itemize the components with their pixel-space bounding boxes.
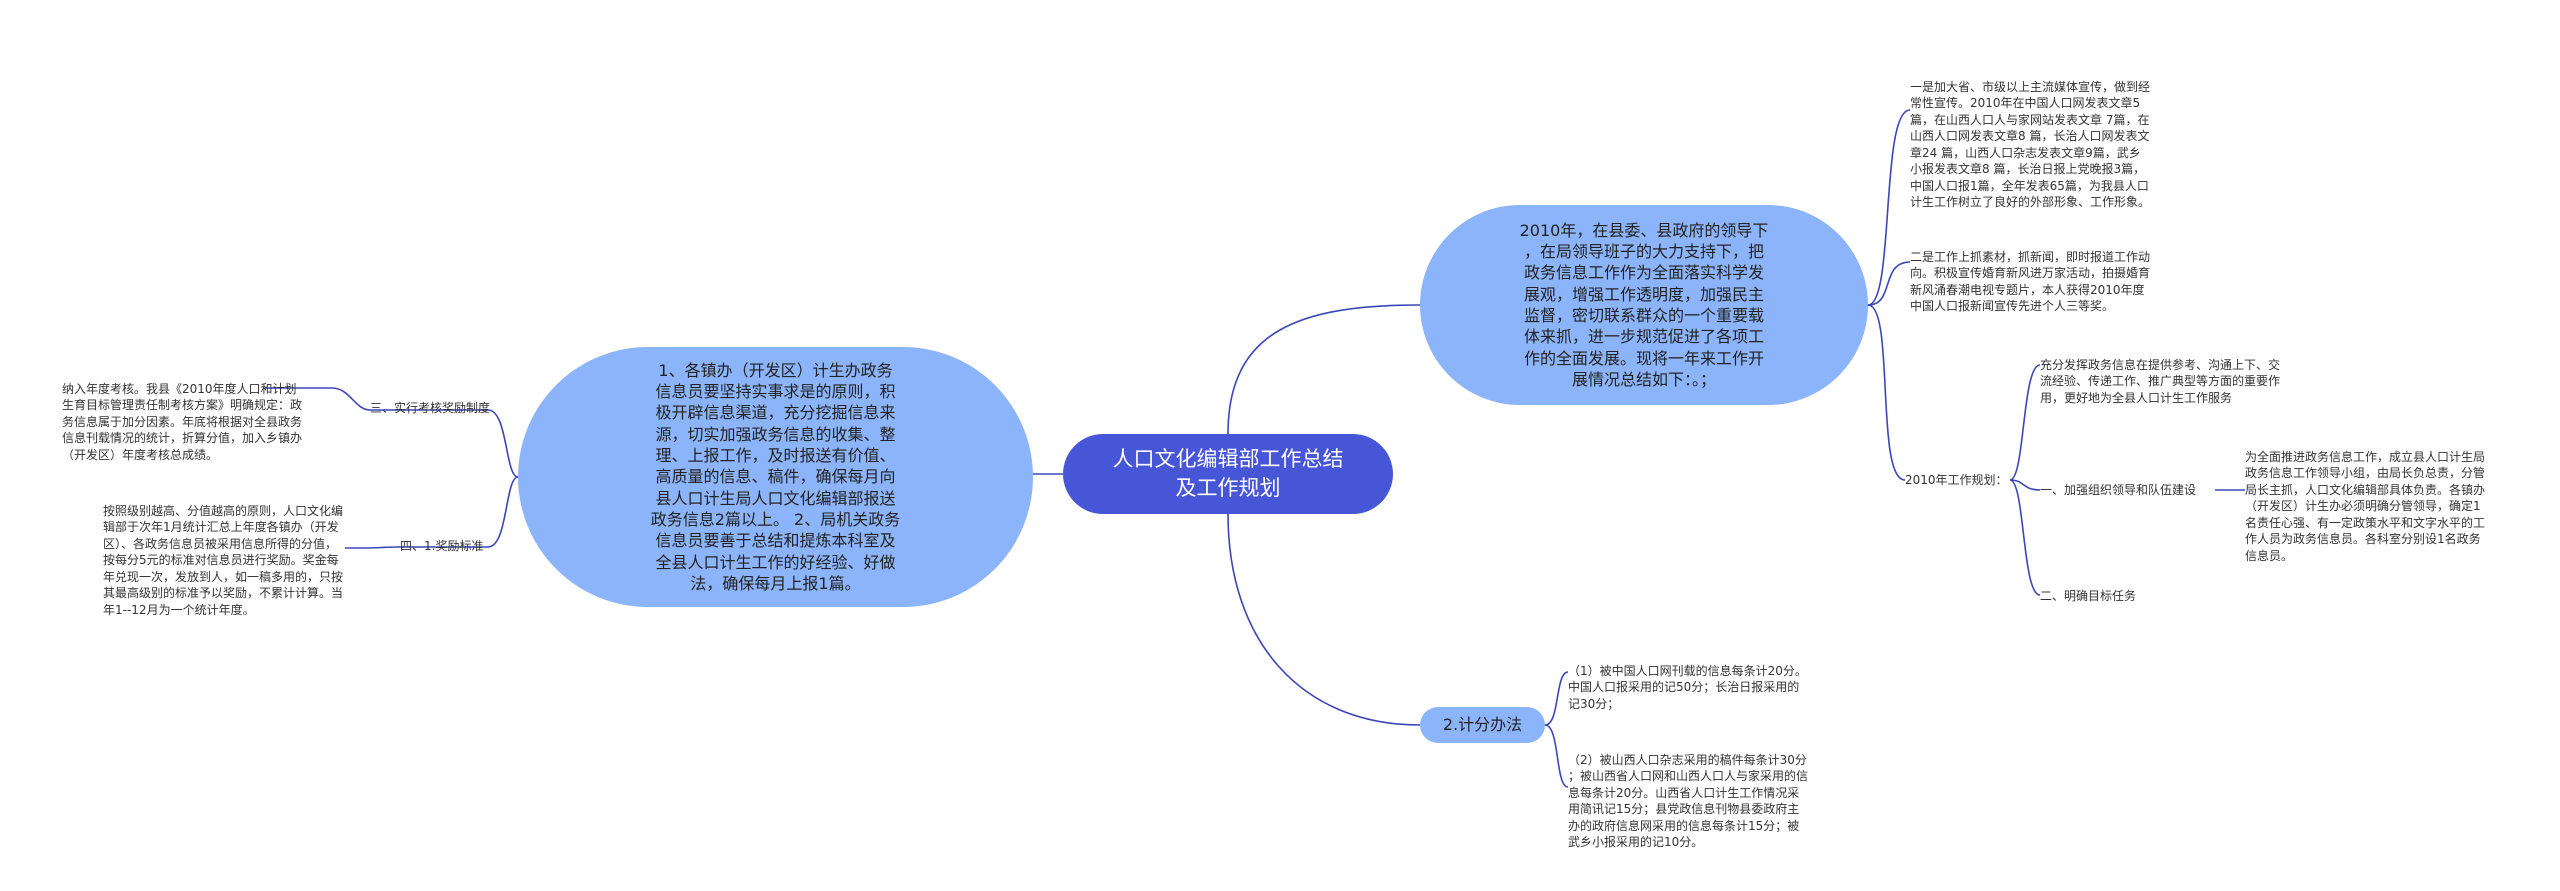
calc-detail-1-text: （1）被中国人口网刊载的信息每条计20分。 中国人口报采用的记50分；长治日报采… — [1568, 663, 1807, 711]
left-main-topic-text: 1、各镇办（开发区）计生办政务 信息员要坚持实事求是的原则，积 极开辟信息渠道，… — [650, 360, 901, 593]
plan-item-targets[interactable]: 二、明确目标任务 — [2040, 588, 2136, 604]
calc-detail-2: （2）被山西人口杂志采用的稿件每条计30分 ；被山西省人口网和山西人口人与家采用… — [1568, 735, 1833, 851]
plan-intro: 充分发挥政务信息在提供参考、沟通上下、交 流经验、传递工作、推广典型等方面的重要… — [2040, 340, 2315, 406]
root-topic[interactable]: 人口文化编辑部工作总结 及工作规划 — [1063, 434, 1393, 514]
plan-intro-text: 充分发挥政务信息在提供参考、沟通上下、交 流经验、传递工作、推广典型等方面的重要… — [2040, 357, 2281, 405]
right-detail-news-text: 二是工作上抓素材，抓新闻，即时报道工作动 向。积极宣传婚育新风进万家活动，拍摄婚… — [1910, 249, 2151, 314]
right-detail-news: 二是工作上抓素材，抓新闻，即时报道工作动 向。积极宣传婚育新风进万家活动，拍摄婚… — [1910, 232, 2175, 315]
root-topic-text: 人口文化编辑部工作总结 及工作规划 — [1112, 447, 1344, 500]
plan-item-organization-detail: 为全面推进政务信息工作，成立县人口计生局 政务信息工作领导小组，由局长负总责，分… — [2245, 432, 2515, 564]
plan-item-targets-label: 二、明确目标任务 — [2040, 589, 2137, 603]
calc-method-topic[interactable]: 2.计分办法 — [1420, 707, 1545, 743]
plan-2010[interactable]: 2010年工作规划： — [1905, 472, 2008, 488]
branch-reward-standard-label: 四、1.奖励标准 — [400, 539, 484, 553]
calc-method-topic-text: 2.计分办法 — [1442, 715, 1523, 735]
left-main-topic[interactable]: 1、各镇办（开发区）计生办政务 信息员要坚持实事求是的原则，积 极开辟信息渠道，… — [518, 347, 1033, 607]
branch-reward-system-label: 三、实行考核奖励制度 — [370, 401, 491, 415]
right-main-topic-text: 2010年，在县委、县政府的领导下 ，在局领导班子的大力支持下，把 政务信息工作… — [1519, 220, 1769, 389]
plan-item-organization[interactable]: 一、加强组织领导和队伍建设 — [2040, 482, 2196, 498]
plan-item-organization-detail-text: 为全面推进政务信息工作，成立县人口计生局 政务信息工作领导小组，由局长负总责，分… — [2245, 449, 2486, 563]
branch-reward-system-detail-text: 纳入年度考核。我县《2010年度人口和计划 生育目标管理责任制考核方案》明确规定… — [62, 381, 303, 462]
plan-2010-label: 2010年工作规划： — [1905, 473, 2008, 487]
branch-reward-standard-detail-text: 按照级别越高、分值越高的原则，人口文化编 辑部于次年1月统计汇总上年度各镇办（开… — [103, 503, 344, 617]
right-detail-media-text: 一是加大省、市级以上主流媒体宣传，做到经 常性宣传。2010年在中国人口网发表文… — [1910, 79, 2151, 210]
branch-reward-system[interactable]: 三、实行考核奖励制度 — [370, 400, 490, 416]
right-main-topic[interactable]: 2010年，在县委、县政府的领导下 ，在局领导班子的大力支持下，把 政务信息工作… — [1420, 205, 1868, 405]
branch-reward-standard-detail: 按照级别越高、分值越高的原则，人口文化编 辑部于次年1月统计汇总上年度各镇办（开… — [103, 486, 365, 618]
branch-reward-system-detail: 纳入年度考核。我县《2010年度人口和计划 生育目标管理责任制考核方案》明确规定… — [62, 364, 332, 463]
calc-detail-2-text: （2）被山西人口杂志采用的稿件每条计30分 ；被山西省人口网和山西人口人与家采用… — [1568, 752, 1809, 850]
branch-reward-standard[interactable]: 四、1.奖励标准 — [400, 538, 483, 554]
plan-item-organization-label: 一、加强组织领导和队伍建设 — [2040, 483, 2197, 497]
calc-detail-1: （1）被中国人口网刊载的信息每条计20分。 中国人口报采用的记50分；长治日报采… — [1568, 646, 1833, 712]
right-detail-media: 一是加大省、市级以上主流媒体宣传，做到经 常性宣传。2010年在中国人口网发表文… — [1910, 62, 2175, 211]
